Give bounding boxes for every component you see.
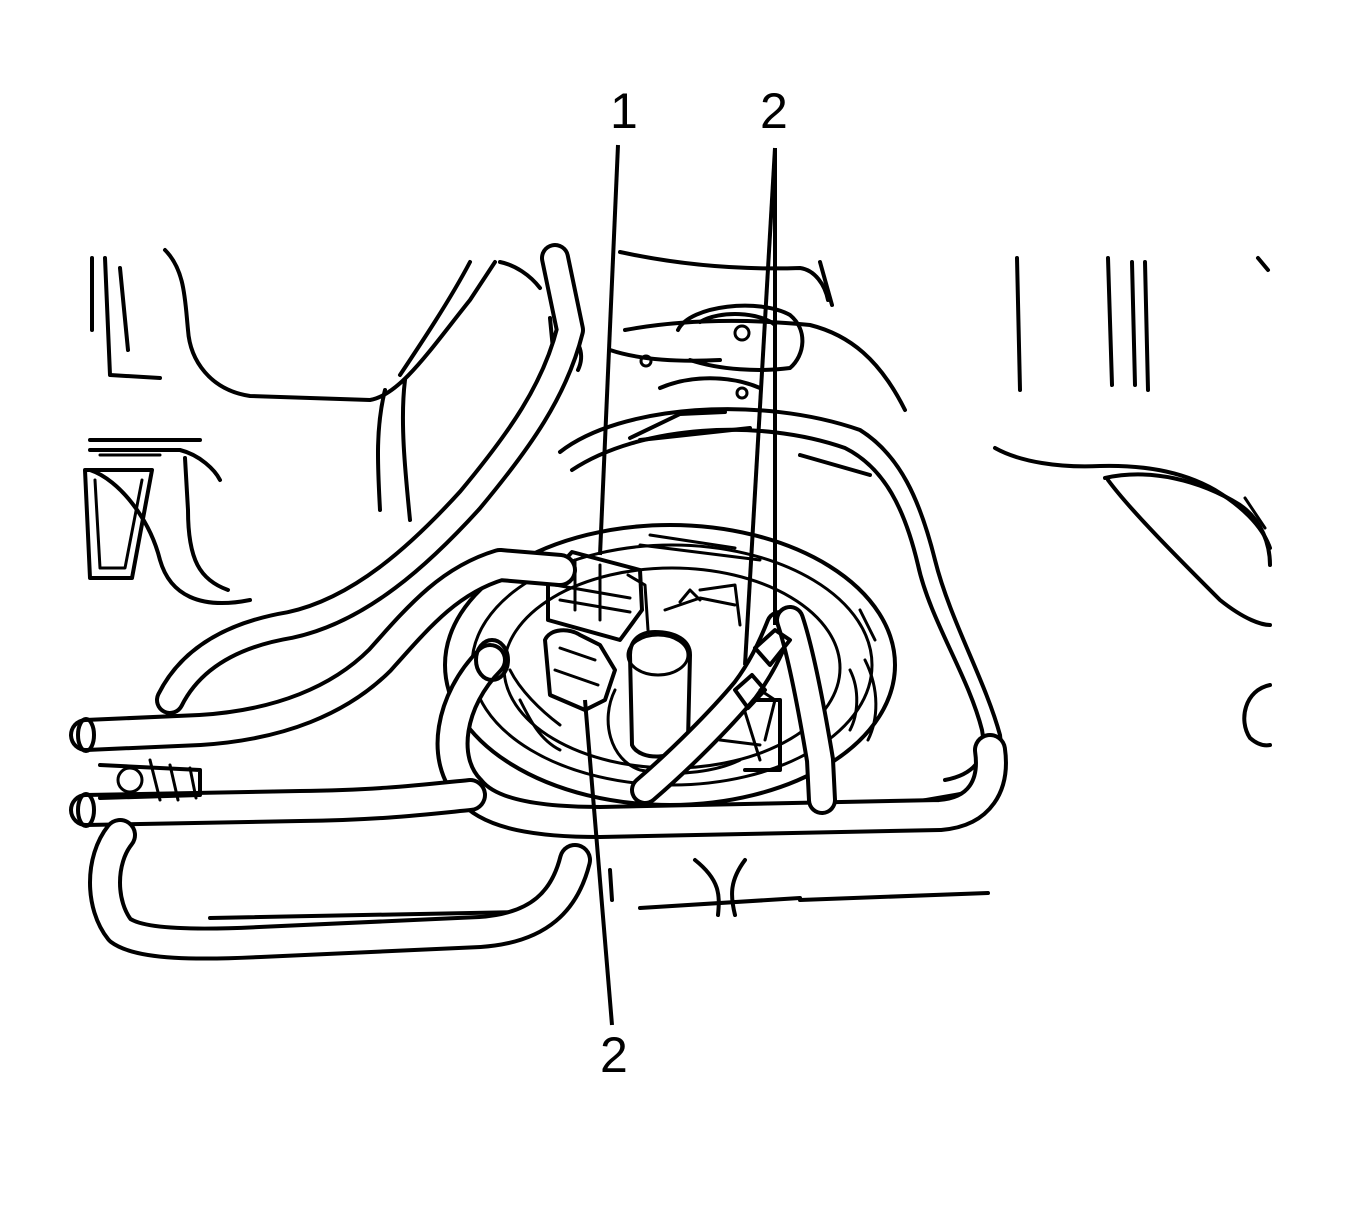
fuel-hoses [69,243,1008,961]
callout-1-label: 1 [610,83,638,139]
leader-callout-2-top-a [743,147,777,666]
callout-labels: 1 2 2 [600,83,788,1083]
electrical-connector [543,550,650,712]
leader-callout-2-bottom [583,699,614,1026]
callout-2-bottom-label: 2 [600,1027,628,1083]
leader-callout-1 [598,144,620,556]
callout-2-top-label: 2 [760,83,788,139]
callout-leaders [583,144,777,1026]
body-panel-outlines [83,248,1272,920]
